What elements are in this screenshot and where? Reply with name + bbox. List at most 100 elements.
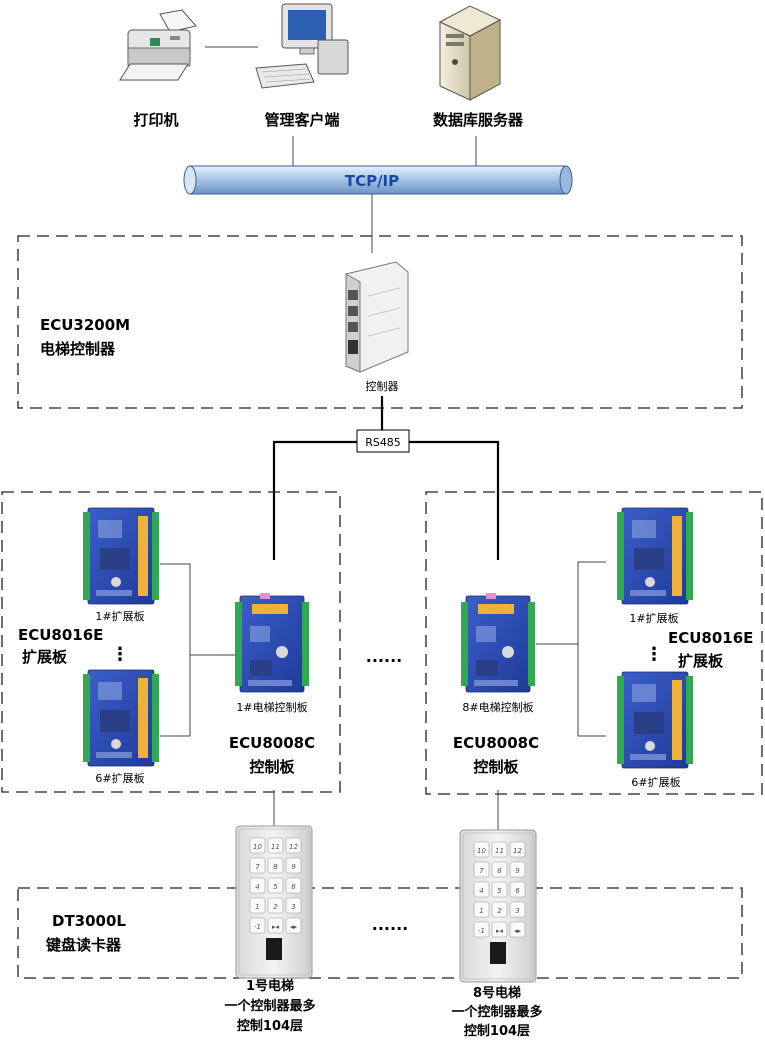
right-keypad-key <box>491 841 508 858</box>
left-keypad-key-label: ◂▸ <box>290 923 298 931</box>
right-ext-dots: ⋮ <box>645 644 663 665</box>
reader-name-label: 键盘读卡器 <box>45 936 122 954</box>
left-ext-bracket <box>160 563 191 737</box>
elevator-1-line2: 一个控制器最多 <box>224 998 315 1014</box>
left-keypad-key <box>267 917 284 934</box>
elevator-controller-device <box>345 261 409 373</box>
left-keypad-key-label: 10 <box>253 843 262 851</box>
right-ctrl-board-label: 8#电梯控制板 <box>462 700 533 714</box>
right-keypad-key-label: -1 <box>478 927 485 935</box>
left-keypad-key-label: 11 <box>271 843 280 851</box>
left-keypad-key-label: -1 <box>254 923 261 931</box>
left-keypad-key <box>267 857 284 874</box>
printer-icon <box>119 9 197 81</box>
left-ctrl-model-label: ECU8008C <box>229 734 315 752</box>
right-ext-board-1 <box>616 507 694 605</box>
controller-name-label: 电梯控制器 <box>40 340 116 358</box>
right-keypad-key-label: ▸◂ <box>496 927 504 935</box>
right-ext-board-1-label: 1#扩展板 <box>629 611 678 625</box>
right-keypad-key-label: 10 <box>477 847 486 855</box>
left-keypad-key-label: 3 <box>291 903 295 911</box>
left-ext-board-6-label: 6#扩展板 <box>95 771 144 785</box>
right-keypad-key-label: ◂▸ <box>514 927 522 935</box>
elevator-1-line3: 控制104层 <box>237 1018 303 1034</box>
right-keypad-key-label: 5 <box>497 887 502 895</box>
right-keypad-key <box>473 841 490 858</box>
left-keypad-key <box>285 837 302 854</box>
right-keypad-key <box>473 861 490 878</box>
left-keypad-key-label: 12 <box>289 843 298 851</box>
left-keypad-key-label: 9 <box>291 863 296 871</box>
left-ext-model-label: ECU8016E <box>18 626 103 644</box>
reader-group-box <box>17 887 743 979</box>
left-keypad-key <box>285 857 302 874</box>
left-keypad-key-label: 6 <box>291 883 296 891</box>
left-keypad-key-label: 7 <box>255 863 260 871</box>
right-ext-board-6-label: 6#扩展板 <box>631 775 680 789</box>
left-ctrl-board <box>234 592 310 693</box>
right-keypad-key <box>491 861 508 878</box>
right-ctrl-board <box>460 592 536 693</box>
right-keypad-key <box>509 921 526 938</box>
right-keypad-key-label: 4 <box>479 887 483 895</box>
left-board-group-box <box>1 491 341 793</box>
right-ctrl-name-label: 控制板 <box>473 758 519 776</box>
right-keypad-key-label: 6 <box>515 887 520 895</box>
left-ext-board-6 <box>82 669 160 767</box>
left-keypad-key <box>249 897 266 914</box>
left-ext-dots: ⋮ <box>111 644 129 665</box>
left-keypad-key <box>249 917 266 934</box>
right-keypad-key <box>509 881 526 898</box>
readers-ellipsis: ...... <box>372 915 408 934</box>
elevator-8-line3: 控制104层 <box>464 1023 530 1039</box>
right-keypad-key <box>491 881 508 898</box>
elevator-1-line1: 1号电梯 <box>246 978 294 994</box>
client-label: 管理客户端 <box>264 111 339 129</box>
right-board-group-box <box>425 491 763 795</box>
controller-group-box <box>17 235 743 409</box>
reader-model-label: DT3000L <box>52 912 126 930</box>
left-keypad-key <box>267 837 284 854</box>
left-keypad-key-label: 1 <box>255 903 259 911</box>
elevator-8-line2: 一个控制器最多 <box>451 1004 542 1020</box>
printer-label: 打印机 <box>133 111 178 129</box>
left-ctrl-name-label: 控制板 <box>249 758 295 776</box>
left-keypad-key <box>285 877 302 894</box>
tcpip-network-bus: TCP/IP <box>183 165 573 195</box>
db-server-label: 数据库服务器 <box>433 111 524 129</box>
left-ctrl-board-label: 1#电梯控制板 <box>236 700 307 714</box>
tcpip-label: TCP/IP <box>345 172 399 190</box>
right-keypad-key <box>491 921 508 938</box>
right-ext-board-6 <box>616 671 694 769</box>
right-keypad-key <box>509 861 526 878</box>
left-keypad-key <box>285 917 302 934</box>
boards-ellipsis: ...... <box>366 647 402 666</box>
left-keypad-key-label: 2 <box>273 903 278 911</box>
right-ext-model-label: ECU8016E <box>668 629 753 647</box>
left-keypad-key <box>267 897 284 914</box>
left-keypad-key <box>285 897 302 914</box>
rs485-box <box>356 429 410 453</box>
left-keypad-key-label: ▸◂ <box>272 923 280 931</box>
right-keypad-key <box>509 901 526 918</box>
rs485-label: RS485 <box>365 436 401 449</box>
rs485-wiring <box>272 396 500 560</box>
left-keypad-key-label: 8 <box>273 863 278 871</box>
right-keypad-key-label: 1 <box>479 907 483 915</box>
right-keypad-key <box>473 921 490 938</box>
right-ext-bracket <box>577 561 606 737</box>
right-ctrl-model-label: ECU8008C <box>453 734 539 752</box>
right-keypad-key-label: 8 <box>497 867 502 875</box>
server-icon <box>438 5 502 101</box>
right-keypad-key-label: 2 <box>497 907 502 915</box>
left-keypad-key <box>249 857 266 874</box>
right-keypad-key-label: 9 <box>515 867 520 875</box>
right-keypad-key-label: 7 <box>479 867 484 875</box>
left-keypad-key <box>249 837 266 854</box>
right-keypad-key <box>473 901 490 918</box>
